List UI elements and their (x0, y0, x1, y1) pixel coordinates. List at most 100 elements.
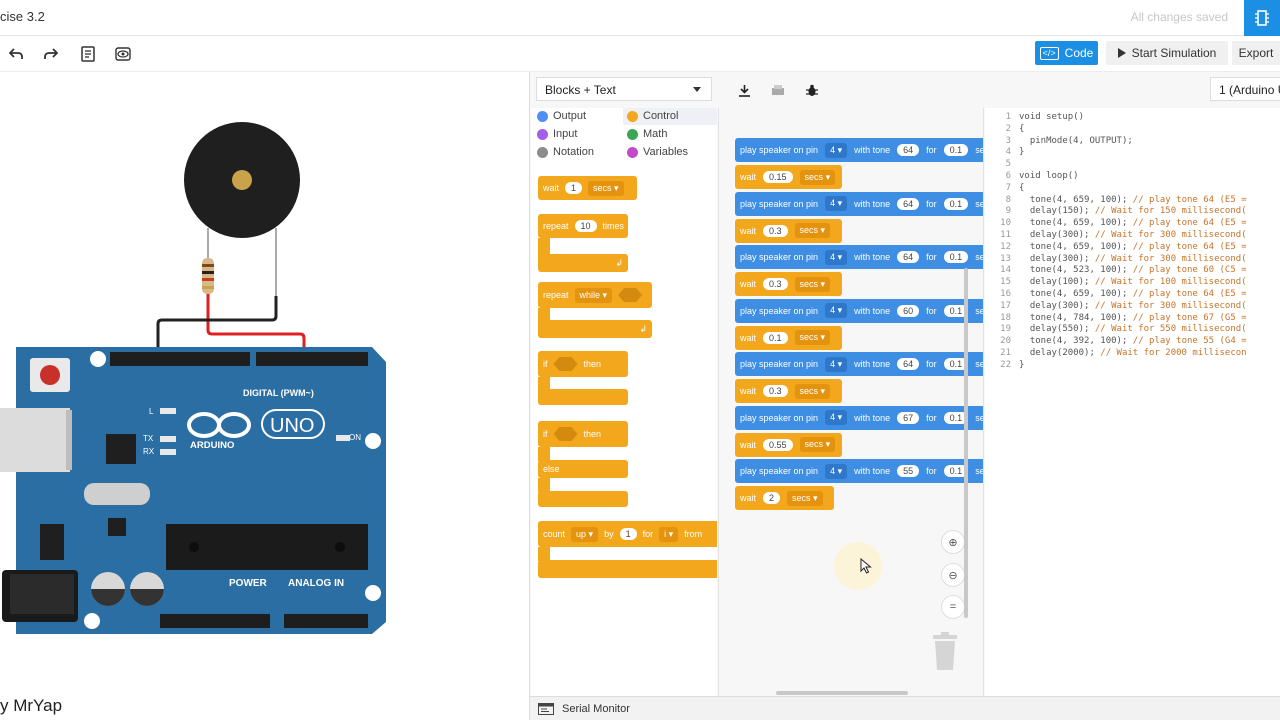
piezo-buzzer[interactable] (184, 122, 300, 296)
export-button[interactable]: Export (1232, 41, 1280, 65)
pin-dropdown[interactable]: 4 ▾ (825, 463, 848, 479)
tone-value[interactable]: 55 (897, 465, 920, 477)
wait-value[interactable]: 0.55 (763, 438, 793, 451)
wait-unit-dropdown[interactable]: secs ▾ (794, 383, 831, 399)
tone-value[interactable]: 64 (897, 251, 920, 263)
wait-value[interactable]: 0.3 (763, 278, 788, 290)
category-notation[interactable]: Notation (537, 144, 594, 160)
category-control[interactable]: Control (627, 108, 678, 124)
resistor[interactable] (202, 258, 214, 294)
pin-dropdown[interactable]: 4 ▾ (825, 196, 848, 211)
code-button[interactable]: </> Code (1035, 41, 1098, 65)
palette-count-block[interactable]: count up ▾ by 1 for i ▾ from (538, 521, 717, 547)
code-text: tone(4, 392, 100); (1019, 336, 1133, 347)
circuit-canvas[interactable]: ARDUINO UNO DIGITAL (PWM~) POWER ANALOG … (0, 72, 529, 720)
palette-if-else-block[interactable]: if then (538, 421, 628, 447)
category-variables[interactable]: Variables (627, 144, 688, 160)
category-input[interactable]: Input (537, 126, 577, 142)
red-wire[interactable] (206, 294, 306, 356)
arduino-uno-board[interactable] (0, 347, 386, 634)
play-icon (1117, 48, 1126, 58)
workspace-vertical-scrollbar[interactable] (964, 268, 968, 618)
start-simulation-button[interactable]: Start Simulation (1106, 41, 1228, 65)
wait-unit-dropdown[interactable]: secs ▾ (794, 330, 831, 345)
editor-mode-select[interactable]: Blocks + Text (536, 77, 712, 101)
palette-repeat-while-block[interactable]: repeat while ▾ (538, 282, 652, 308)
category-math[interactable]: Math (627, 126, 667, 142)
pin-dropdown[interactable]: 4 ▾ (825, 356, 848, 372)
palette-if-block[interactable]: if then (538, 351, 628, 377)
wait-unit-dropdown[interactable]: secs ▾ (799, 437, 836, 452)
zoom-reset-icon[interactable]: = (941, 595, 965, 619)
wait-value[interactable]: 0.1 (763, 331, 788, 344)
line-number: 18 (1000, 312, 1011, 323)
arduino-model: UNO (270, 415, 315, 437)
wait-value[interactable]: 0.3 (763, 385, 788, 397)
wait-unit-dropdown[interactable]: secs ▾ (799, 169, 836, 185)
redo-icon[interactable] (41, 44, 61, 64)
zoom-out-icon[interactable]: ⊖ (941, 563, 965, 587)
design-title[interactable]: cise 3.2 (0, 9, 45, 24)
download-icon[interactable] (732, 80, 756, 100)
duration-value[interactable]: 0.1 (943, 411, 969, 424)
pin-dropdown[interactable]: 4 ▾ (825, 249, 848, 265)
tone-value[interactable]: 67 (897, 411, 920, 424)
pin-dropdown[interactable]: 4 ▾ (825, 410, 848, 425)
wait-block[interactable]: wait 0.55 secs ▾ (735, 432, 842, 457)
wait-value[interactable]: 0.15 (763, 171, 793, 183)
duration-value[interactable]: 0.1 (943, 251, 969, 263)
line-number: 20 (1000, 336, 1011, 347)
mouse-cursor-icon (860, 558, 872, 574)
wait-unit-dropdown[interactable]: secs ▾ (794, 276, 831, 292)
undo-icon[interactable] (6, 44, 26, 64)
wait-unit-dropdown[interactable]: secs ▾ (787, 490, 823, 506)
board-select[interactable]: 1 (Arduino U (1210, 77, 1280, 101)
wait-value[interactable]: 2 (763, 492, 781, 504)
black-wire[interactable] (156, 296, 278, 356)
zoom-in-icon[interactable]: ⊕ (941, 530, 965, 554)
serial-monitor-bar[interactable]: Serial Monitor (530, 696, 1280, 720)
duration-value[interactable]: 0.1 (943, 197, 969, 210)
duration-value[interactable]: 0.1 (943, 304, 969, 317)
wait-value[interactable]: 0.3 (763, 224, 788, 237)
pin-dropdown[interactable]: 4 ▾ (825, 142, 848, 158)
upload-library-icon[interactable] (766, 80, 790, 100)
wait-label: wait (740, 439, 757, 450)
duration-value[interactable]: 0.1 (943, 358, 969, 370)
tinkercad-logo-button[interactable] (1244, 0, 1280, 36)
duration-value[interactable]: 0.1 (943, 465, 969, 477)
tone-value[interactable]: 64 (897, 358, 920, 370)
tone-value[interactable]: 60 (897, 304, 920, 317)
visibility-icon[interactable] (113, 44, 133, 64)
palette-repeat-block[interactable]: repeat 10 times (538, 214, 628, 238)
debugger-bug-icon[interactable] (800, 80, 824, 100)
wait-unit-dropdown[interactable]: secs ▾ (794, 223, 831, 238)
duration-value[interactable]: 0.1 (943, 144, 969, 156)
control-dot-icon (627, 110, 638, 122)
trash-icon[interactable] (930, 632, 960, 672)
tone-value[interactable]: 64 (897, 197, 920, 210)
pin-dropdown[interactable]: 4 ▾ (825, 303, 848, 318)
notes-icon[interactable] (78, 44, 98, 64)
workspace-horizontal-scrollbar[interactable] (776, 691, 908, 695)
output-dot-icon (537, 110, 548, 122)
line-number: 16 (1000, 289, 1011, 299)
palette-wait-block[interactable]: wait 1 secs ▾ (538, 176, 637, 200)
tone-value[interactable]: 64 (897, 144, 920, 156)
category-output[interactable]: Output (537, 108, 586, 124)
